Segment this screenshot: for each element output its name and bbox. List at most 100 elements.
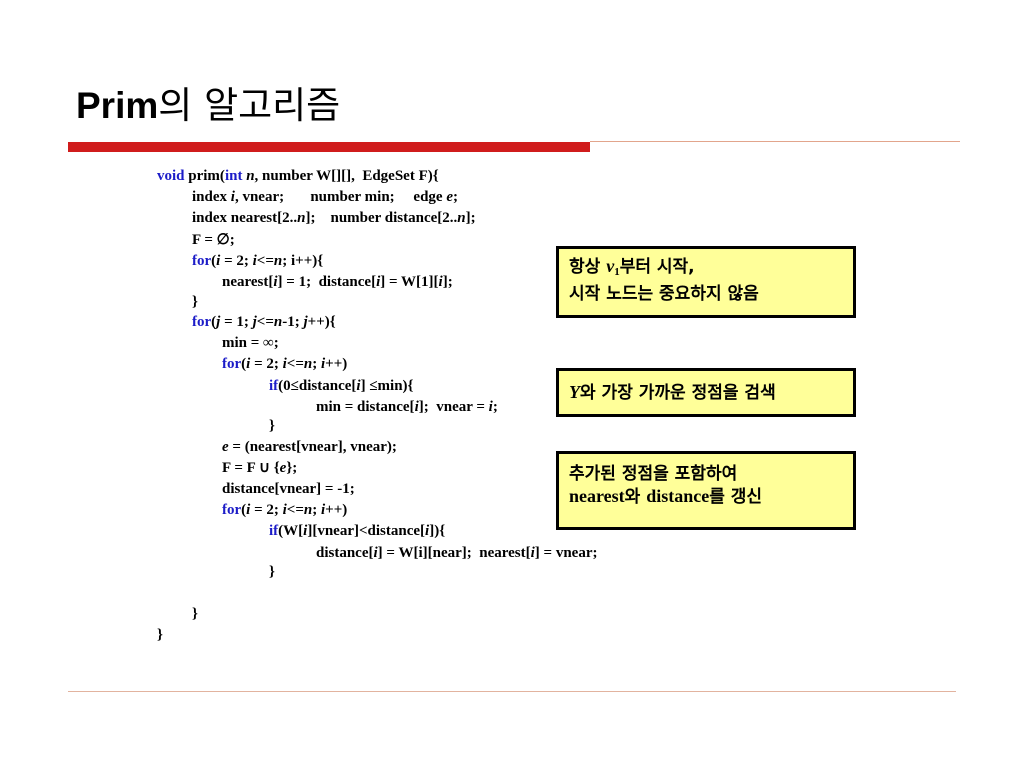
code-text: <= [256, 314, 274, 330]
kw-int: int [224, 168, 243, 184]
var-n: n [273, 314, 283, 330]
code-line-22: } [157, 627, 163, 643]
code-line-5: for(i = 2; i<=n; i++){ [192, 251, 323, 271]
var-n: n [303, 502, 313, 518]
note-text: 부터 시작, [619, 257, 695, 277]
code-text: ; [453, 189, 458, 205]
code-text: ; [492, 399, 498, 415]
var-i: i [282, 356, 287, 372]
var-i: i [356, 378, 361, 394]
var-i: i [282, 502, 287, 518]
kw-for: for [222, 356, 242, 372]
slide-title-en: Prim [76, 85, 159, 126]
var-n: n [303, 356, 313, 372]
code-text: nearest[ [222, 274, 274, 290]
var-n: n [273, 253, 283, 269]
note-start-vertex: 항상 v1부터 시작, 시작 노드는 중요하지 않음 [556, 246, 856, 318]
var-i: i [488, 399, 493, 415]
var-e: e [279, 460, 287, 476]
code-text: ++) [325, 502, 348, 518]
code-text: ( [241, 356, 247, 372]
note-update-arrays: 추가된 정점을 포함하여 nearest와 distance를 갱신 [556, 451, 856, 530]
code-text: ] ≤min){ [360, 378, 414, 394]
var-j: j [303, 314, 308, 330]
code-text: ]; [442, 274, 453, 290]
code-line-1: void prim(int n, number W[][], EdgeSet F… [157, 166, 439, 186]
note-line: Y와 가장 가까운 정점을 검색 [569, 381, 843, 404]
var-i: i [414, 399, 419, 415]
code-text: , vnear; number min; edge [234, 189, 447, 205]
code-text: ++){ [307, 314, 336, 330]
var-v: v [606, 256, 615, 276]
title-underline-thin [590, 141, 960, 142]
code-text: = 2; [220, 253, 253, 269]
code-line-11: if(0≤distance[i] ≤min){ [269, 376, 413, 396]
code-line-9: min = ∞; [222, 335, 279, 351]
var-nearest: nearest [569, 486, 625, 506]
code-text: -1; [282, 314, 304, 330]
note-text: 항상 [569, 257, 607, 277]
kw-void: void [157, 168, 185, 184]
footer-rule [68, 691, 956, 692]
var-i: i [230, 189, 235, 205]
code-line-16: distance[vnear] = -1; [222, 481, 355, 497]
var-distance: distance [646, 486, 710, 506]
code-text: ( [211, 253, 217, 269]
var-j: j [252, 314, 257, 330]
code-line-2: index i, vnear; number min; edge e; [192, 187, 458, 207]
kw-for: for [222, 502, 242, 518]
var-v-subscript: 1 [614, 266, 620, 278]
var-i: i [425, 523, 430, 539]
code-text: (W[ [278, 523, 304, 539]
title-underline-bar [68, 142, 590, 152]
note-line: 추가된 정점을 포함하여 [569, 464, 738, 484]
code-text: prim( [184, 168, 225, 184]
kw-if: if [269, 523, 279, 539]
var-i: i [321, 356, 326, 372]
code-line-21: } [192, 606, 198, 622]
code-text: ]){ [429, 523, 446, 539]
code-text: ]; number distance[2.. [305, 210, 458, 226]
kw-for: for [192, 314, 212, 330]
var-i: i [273, 274, 278, 290]
code-text: <= [256, 253, 274, 269]
code-text: ( [241, 502, 247, 518]
var-n: n [457, 210, 466, 226]
code-line-4: F = ∅; [192, 232, 235, 248]
code-text: = (nearest[vnear], vnear); [228, 439, 397, 455]
var-i: i [246, 356, 251, 372]
code-text: <= [286, 502, 304, 518]
code-text: = 1; [220, 314, 253, 330]
note-text: 를 갱신 [709, 487, 763, 507]
note-line: 시작 노드는 중요하지 않음 [569, 284, 759, 304]
kw-if: if [269, 378, 279, 394]
code-line-20: } [269, 564, 275, 580]
code-line-6: nearest[i] = 1; distance[i] = W[1][i]; [222, 272, 453, 292]
code-text: min = distance[ [316, 399, 415, 415]
code-text: (0≤distance[ [278, 378, 357, 394]
code-text: ][vnear]<distance[ [307, 523, 426, 539]
slide-title: Prim의 알고리즘 [76, 80, 340, 132]
code-line-13: } [269, 418, 275, 434]
code-line-7: } [192, 294, 198, 310]
slide-title-ko: 의 알고리즘 [158, 84, 341, 127]
code-text: F = F ∪ { [222, 460, 280, 476]
var-e: e [446, 189, 453, 205]
code-line-10: for(i = 2; i<=n; i++) [222, 354, 347, 374]
code-text: ] = vnear; [534, 545, 598, 561]
code-line-12: min = distance[i]; vnear = i; [316, 397, 498, 417]
note-line: 항상 v1부터 시작, [569, 255, 843, 283]
var-n: n [297, 210, 306, 226]
var-e: e [222, 439, 229, 455]
code-text: ] = W[1][ [380, 274, 439, 290]
code-text: ] = 1; distance[ [277, 274, 377, 290]
var-i: i [438, 274, 443, 290]
code-text: }; [286, 460, 298, 476]
code-text: = 2; [250, 502, 283, 518]
code-line-15: F = F ∪ {e}; [222, 458, 297, 478]
code-text: index nearest[2.. [192, 210, 298, 226]
code-text: <= [286, 356, 304, 372]
code-text: ; i++){ [282, 253, 324, 269]
var-Y: Y [569, 382, 580, 402]
